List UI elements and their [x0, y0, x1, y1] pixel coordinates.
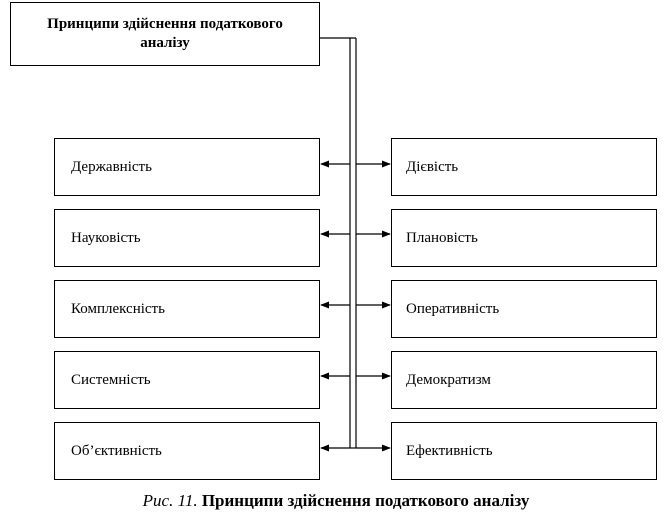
principle-box-right: Ефективність: [391, 422, 657, 480]
principle-label: Системність: [71, 371, 151, 388]
principle-box-left: Державність: [54, 138, 320, 196]
title-box: Принципи здійснення податкового аналізу: [10, 2, 320, 66]
principle-label: Ефективність: [406, 442, 493, 459]
principle-box-left: Науковість: [54, 209, 320, 267]
principle-label: Оперативність: [406, 300, 500, 317]
figure-label: Рис. 11.: [142, 491, 198, 510]
principle-box-right: Дієвість: [391, 138, 657, 196]
principle-box-right: Демократизм: [391, 351, 657, 409]
figure-caption: Рис. 11. Принципи здійснення податкового…: [0, 491, 672, 511]
principle-box-right: Оперативність: [391, 280, 657, 338]
principle-label: Комплексність: [71, 300, 165, 317]
principle-label: Дієвість: [406, 158, 459, 175]
principle-label: Демократизм: [406, 371, 491, 388]
principle-label: Науковість: [71, 229, 141, 246]
principle-box-left: Системність: [54, 351, 320, 409]
principle-label: Об’єктивність: [71, 442, 162, 459]
figure-title: Принципи здійснення податкового аналізу: [201, 491, 530, 510]
principle-box-right: Плановість: [391, 209, 657, 267]
principle-label: Державність: [71, 158, 152, 175]
diagram-title: Принципи здійснення податкового аналізу: [47, 16, 283, 51]
principle-box-left: Об’єктивність: [54, 422, 320, 480]
principle-box-left: Комплексність: [54, 280, 320, 338]
principle-label: Плановість: [406, 229, 478, 246]
